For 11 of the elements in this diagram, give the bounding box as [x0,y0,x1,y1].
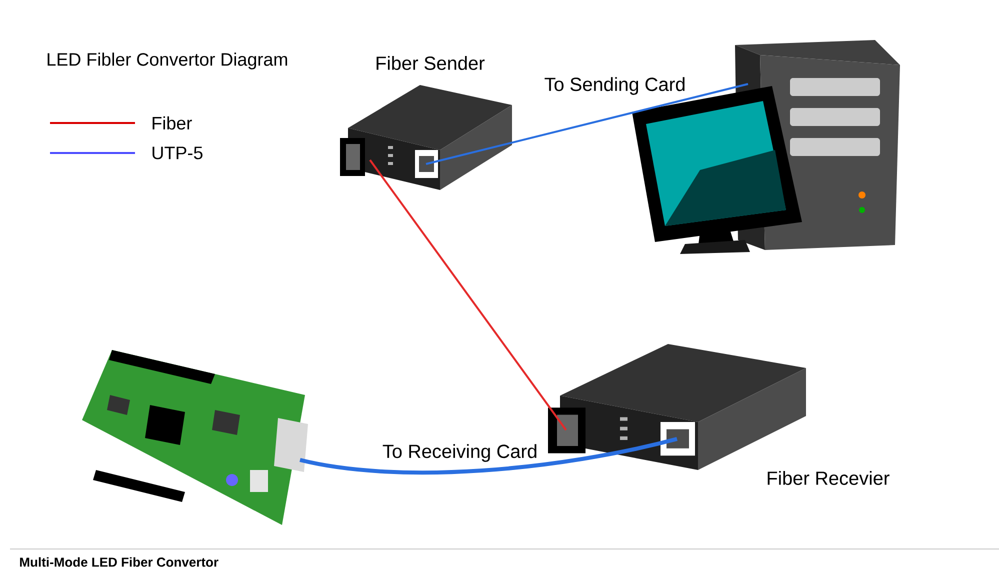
edge-label: To Receiving Card [381,443,539,463]
cable-line [300,437,678,475]
circuit-board-drawing [82,350,308,525]
device-label: Fiber Sender [376,56,485,70]
legend-label: UTP-5 [152,146,202,160]
edge-label: To Sending Card [543,76,687,96]
caption: Multi-Mode LED Fiber Convertor [20,557,218,567]
legend-label: Fiber [152,116,192,130]
diagram-title: LED Fibler Convertor Diagram [48,52,288,70]
cable-line [369,159,567,431]
device-label: Fiber Recevier [768,471,890,485]
